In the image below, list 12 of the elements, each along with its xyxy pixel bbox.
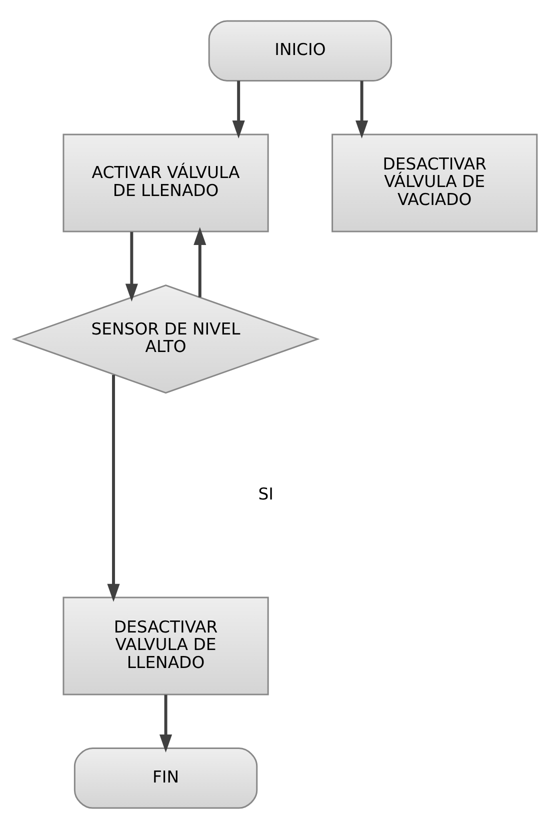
node-box: DESACTIVAR VALVULA DE LLENADO <box>62 596 269 696</box>
arrow <box>194 227 206 298</box>
arrow <box>356 80 368 138</box>
node-box: DESACTIVAR VÁLVULA DE VACIADO <box>332 134 538 232</box>
arrow <box>125 232 138 302</box>
arrow <box>107 374 120 602</box>
node-box: FIN <box>74 748 258 809</box>
arrow <box>160 694 172 752</box>
node-box: ACTIVAR VÁLVULA DE LLENADO <box>62 134 269 232</box>
arrow <box>232 80 245 138</box>
label: SI <box>258 484 274 504</box>
node-box: INICIO <box>208 20 392 82</box>
